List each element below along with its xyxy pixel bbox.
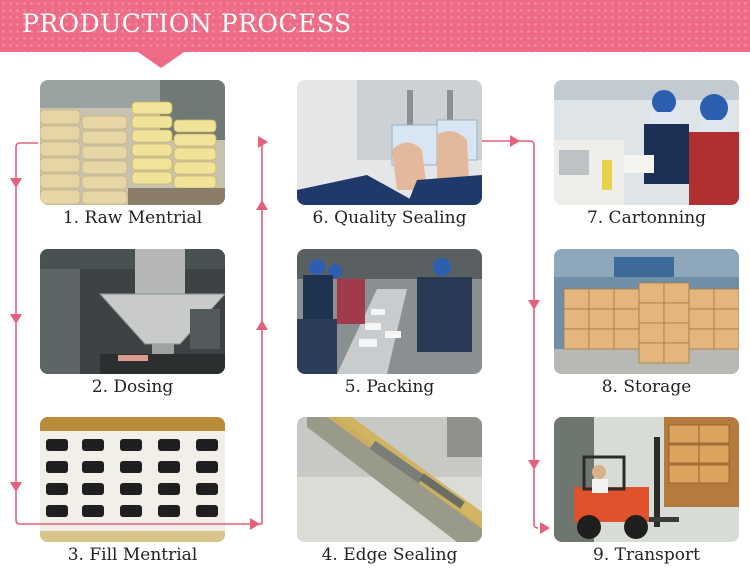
cartonning-photo	[554, 80, 739, 205]
step-label: 2. Dosing	[91, 377, 174, 397]
step-label: 3. Fill Mentrial	[67, 545, 198, 565]
step-label: 8. Storage	[601, 377, 692, 397]
step-edge-sealing: 4. Edge Sealing	[297, 417, 482, 565]
arrow-up-icon	[256, 200, 268, 210]
step-label: 4. Edge Sealing	[321, 545, 458, 565]
dosing-photo	[40, 249, 225, 374]
transport-photo	[554, 417, 739, 542]
page-title: PRODUCTION PROCESS	[22, 9, 352, 38]
step-packing: 5. Packing	[297, 249, 482, 397]
arrow-up-icon	[256, 320, 268, 330]
step-transport: 9. Transport	[554, 417, 739, 565]
step-label: 1. Raw Mentrial	[62, 208, 203, 228]
step-label: 7. Cartonning	[586, 208, 707, 228]
step-dosing: 2. Dosing	[40, 249, 225, 397]
connector-col3	[482, 140, 539, 529]
step-fill-material: 3. Fill Mentrial	[40, 417, 225, 565]
step-label: 9. Transport	[593, 545, 700, 565]
step-label: 6. Quality Sealing	[312, 208, 467, 228]
arrow-right-icon	[258, 136, 268, 148]
storage-photo	[554, 249, 739, 374]
step-cartonning: 7. Cartonning	[554, 80, 739, 228]
banner-pointer	[135, 50, 187, 68]
step-raw-material: 1. Raw Mentrial	[40, 80, 225, 228]
connector-col2-rail	[261, 140, 267, 524]
edge-sealing-photo	[297, 417, 482, 542]
step-quality-sealing: 6. Quality Sealing	[297, 80, 482, 228]
arrow-down-icon	[10, 482, 22, 492]
fill-material-photo	[40, 417, 225, 542]
arrow-down-icon	[10, 178, 22, 188]
arrow-right-icon	[510, 135, 520, 147]
arrow-down-icon	[528, 460, 540, 470]
arrow-down-icon	[528, 300, 540, 310]
step-label: 5. Packing	[344, 377, 435, 397]
packing-photo	[297, 249, 482, 374]
arrow-right-icon	[540, 522, 550, 534]
arrow-right-icon	[250, 518, 260, 530]
arrow-down-icon	[10, 314, 22, 324]
quality-sealing-photo	[297, 80, 482, 205]
step-storage: 8. Storage	[554, 249, 739, 397]
raw-material-photo	[40, 80, 225, 205]
title-banner	[0, 0, 750, 52]
